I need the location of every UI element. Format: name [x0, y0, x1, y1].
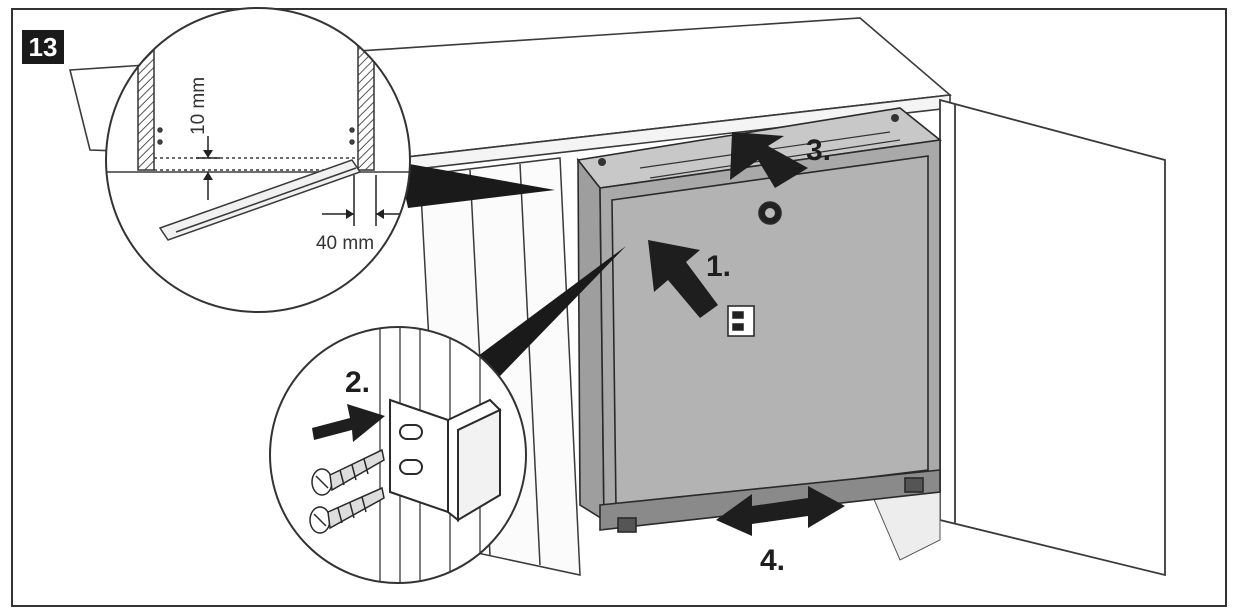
step-badge: 13: [22, 30, 64, 64]
step-label-1: 1.: [706, 250, 731, 283]
arrow-icon: [312, 404, 385, 442]
detail-circle-top: 10 mm 40 mm: [105, 7, 411, 313]
bracket-icon: [389, 398, 502, 523]
appliance-base: [599, 469, 941, 531]
small-bracket-icon: [727, 305, 755, 337]
dimension-40mm: 40 mm: [316, 233, 374, 254]
detail-circle-bottom: [269, 326, 527, 584]
cabinet-door: [939, 98, 1166, 577]
appliance-door: [611, 155, 929, 509]
arrow-icon: [716, 486, 845, 536]
dimension-10mm: 10 mm: [188, 77, 209, 135]
appliance: [576, 107, 942, 533]
appliance-foot: [617, 517, 637, 533]
step-label-2: 2.: [345, 366, 370, 399]
step-label-3: 3.: [806, 134, 831, 167]
callout-wedge-top: [398, 162, 555, 208]
appliance-foot: [904, 477, 924, 493]
screw-icon: [311, 448, 385, 496]
arrow-icon: [648, 240, 718, 318]
callout-wedge-bottom: [470, 246, 626, 376]
step-number: 13: [29, 32, 58, 62]
step-label-4: 4.: [760, 544, 785, 577]
screw-icon: [309, 486, 385, 534]
arrow-icon: [730, 132, 808, 188]
